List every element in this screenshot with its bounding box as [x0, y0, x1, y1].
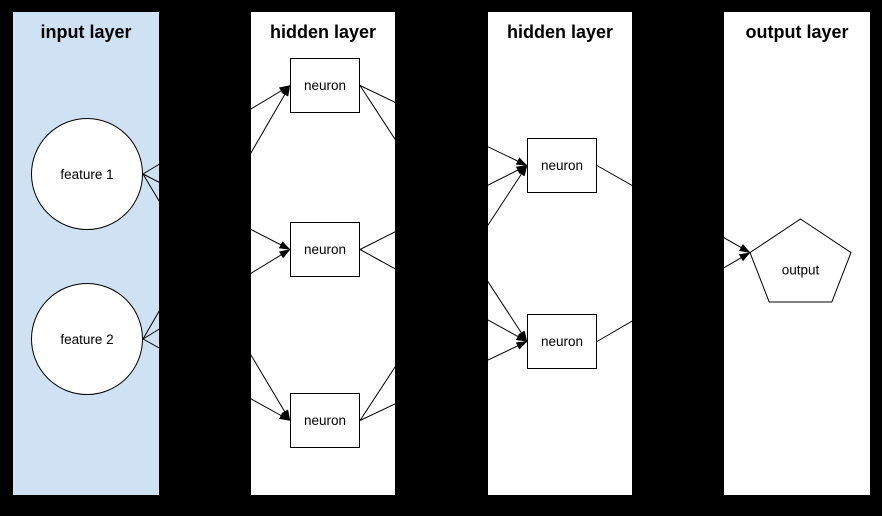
node-hidden1-neuron-3: neuron: [290, 393, 360, 448]
panel-input-layer: input layer: [13, 12, 159, 495]
input-layer-title: input layer: [40, 22, 132, 42]
node-hidden1-neuron-2: neuron: [290, 222, 360, 277]
hidden-layer-1-title: hidden layer: [269, 22, 377, 42]
node-hidden1-neuron-1: neuron: [290, 58, 360, 113]
panel-hidden-layer-2: hidden layer: [488, 12, 632, 495]
node-output-label: output: [781, 262, 820, 278]
hidden-layer-2-title: hidden layer: [506, 22, 614, 42]
gap-occluder: [870, 0, 882, 516]
node-hidden1-neuron-2-label: neuron: [303, 242, 347, 257]
node-hidden2-neuron-1-label: neuron: [540, 158, 584, 173]
gap-occluder: [632, 0, 724, 516]
node-output: output: [749, 218, 852, 303]
node-hidden1-neuron-1-label: neuron: [303, 78, 347, 93]
gap-occluder: [395, 0, 488, 516]
node-hidden2-neuron-1: neuron: [527, 138, 597, 193]
output-layer-title: output layer: [745, 22, 849, 42]
node-feature-2-label: feature 2: [60, 331, 114, 347]
gap-occluder: [159, 0, 251, 516]
gap-occluder: [0, 0, 13, 516]
node-feature-1-label: feature 1: [60, 166, 114, 182]
node-hidden2-neuron-2-label: neuron: [540, 334, 584, 349]
gap-occluder: [0, 495, 882, 516]
node-hidden1-neuron-3-label: neuron: [303, 413, 347, 428]
node-feature-1: feature 1: [31, 118, 143, 230]
gap-occluder: [0, 0, 882, 12]
node-feature-2: feature 2: [31, 283, 143, 395]
node-hidden2-neuron-2: neuron: [527, 314, 597, 369]
pentagon-shape: [749, 218, 852, 303]
